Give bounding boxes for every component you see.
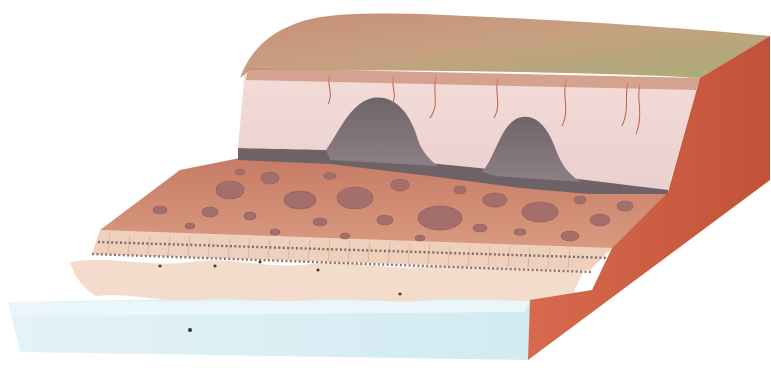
grass-surface [240,14,770,79]
